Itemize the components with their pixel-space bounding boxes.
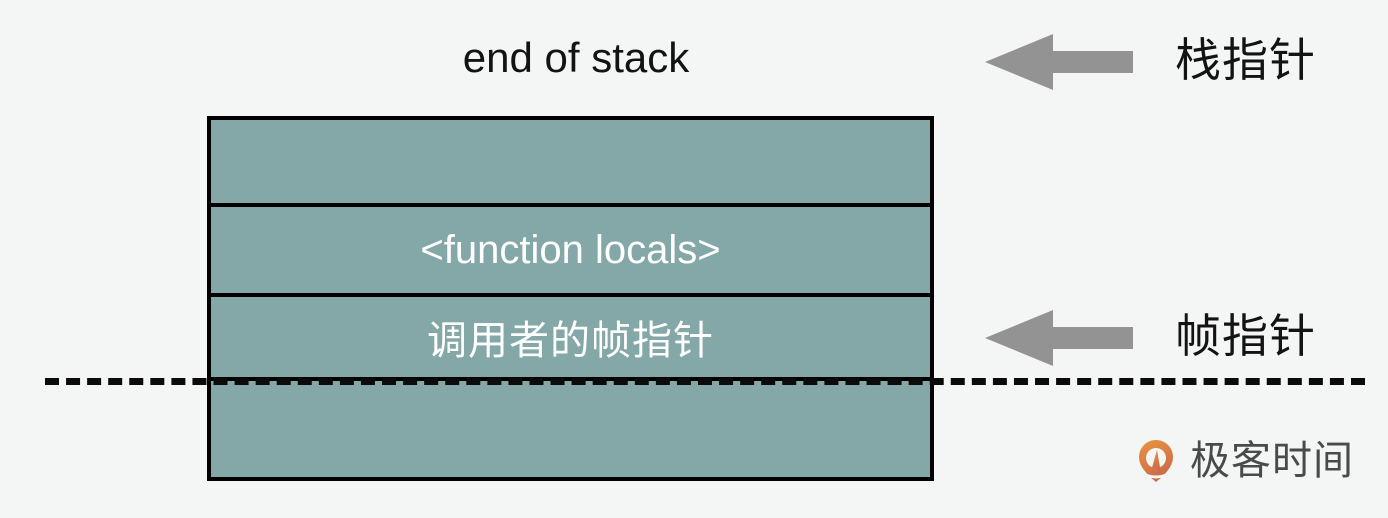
stack-row-empty-top [211, 120, 930, 207]
stack-row-caller-frame-pointer-label: 调用者的帧指针 [427, 319, 714, 363]
stack-row-caller-frame-pointer: 调用者的帧指针 [211, 297, 930, 381]
stack-pointer-arrow-icon [985, 34, 1133, 90]
stack-row-function-locals: <function locals> [211, 207, 930, 297]
stack-frame-box: <function locals> 调用者的帧指针 [207, 116, 934, 481]
frame-pointer-arrow-icon [985, 310, 1133, 366]
geektime-logo-icon [1132, 437, 1180, 485]
arrow-head [985, 34, 1053, 90]
frame-pointer-label: 帧指针 [1175, 310, 1316, 362]
stack-pointer-label: 栈指针 [1175, 34, 1316, 86]
arrow-shaft [1051, 327, 1133, 349]
arrow-shaft [1051, 51, 1133, 73]
watermark: 极客时间 [1132, 437, 1354, 485]
watermark-text: 极客时间 [1190, 439, 1354, 483]
end-of-stack-label: end of stack [462, 34, 690, 81]
frame-boundary-dashed-line [45, 378, 1365, 385]
arrow-head [985, 310, 1053, 366]
stack-row-empty-bottom [211, 381, 930, 477]
stack-row-function-locals-label: <function locals> [420, 227, 721, 272]
